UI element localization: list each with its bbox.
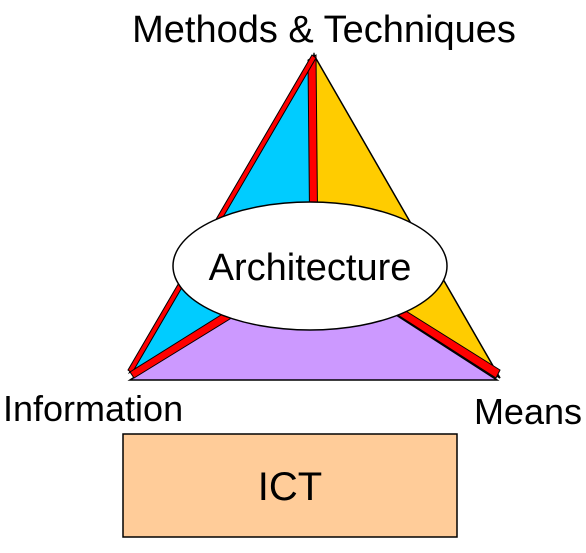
ict-box: [122, 433, 458, 538]
architecture-ellipse: [172, 201, 448, 331]
label-architecture: Architecture: [209, 247, 412, 289]
label-means: Means: [474, 391, 582, 432]
label-information: Information: [3, 388, 183, 429]
label-methods-techniques: Methods & Techniques: [132, 9, 516, 51]
label-ict: ICT: [258, 465, 322, 509]
